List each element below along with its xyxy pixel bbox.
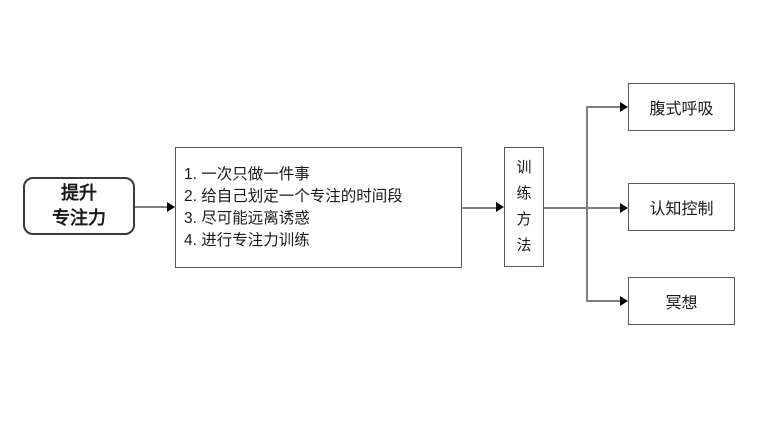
node-steps-list: 1. 一次只做一件事 2. 给自己划定一个专注的时间段 3. 尽可能远离诱惑 4…	[175, 147, 462, 268]
connector-branch-to-breathing	[586, 106, 620, 108]
connector-branch-to-meditation	[586, 300, 620, 302]
step-item-4: 4. 进行专注力训练	[184, 231, 310, 249]
arrowhead-root-to-steps	[167, 202, 175, 212]
connector-steps-to-method	[462, 207, 496, 209]
arrowhead-to-meditation	[620, 296, 628, 306]
connector-root-to-steps	[135, 206, 168, 208]
arrowhead-steps-to-method	[496, 202, 504, 212]
node-training-methods: 训练方法	[504, 147, 544, 267]
node-improve-focus: 提升 专注力	[23, 177, 135, 235]
step-item-3: 3. 尽可能远离诱惑	[184, 209, 310, 227]
node-cognitive-control: 认知控制	[628, 183, 735, 231]
training-methods-label: 训练方法	[516, 159, 532, 254]
step-item-1: 1. 一次只做一件事	[184, 165, 310, 183]
arrowhead-to-breathing	[620, 102, 628, 112]
step-item-2: 2. 给自己划定一个专注的时间段	[184, 187, 403, 205]
node-meditation: 冥想	[628, 277, 735, 325]
connector-method-to-branch	[544, 207, 620, 209]
node-abdominal-breathing: 腹式呼吸	[628, 83, 735, 131]
arrowhead-to-cognitive	[620, 203, 628, 213]
branch-vertical-line	[586, 106, 588, 302]
